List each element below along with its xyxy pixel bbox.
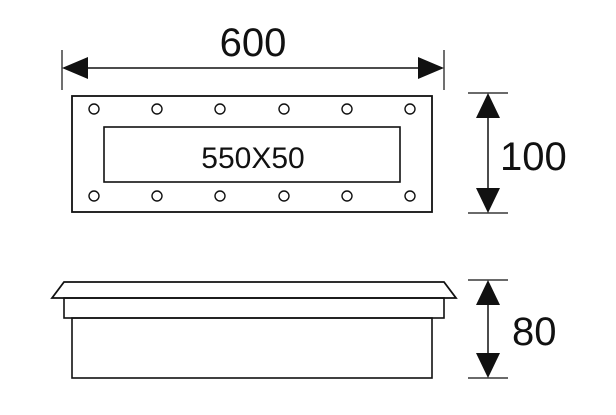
- hole: [404, 103, 416, 115]
- height-arrow-bottom: [476, 188, 500, 213]
- hole: [151, 190, 163, 202]
- hole: [214, 103, 226, 115]
- hole: [404, 190, 416, 202]
- hole: [278, 190, 290, 202]
- opening-label: 550X50: [201, 142, 304, 175]
- hole: [341, 190, 353, 202]
- height-arrow-top: [476, 93, 500, 118]
- hole: [151, 103, 163, 115]
- width-dimension: 600: [61, 21, 445, 90]
- depth-dimension: 80: [468, 279, 557, 379]
- hole: [278, 103, 290, 115]
- hole: [88, 103, 100, 115]
- depth-arrow-top: [476, 280, 500, 305]
- depth-label: 80: [512, 310, 557, 354]
- hole: [88, 190, 100, 202]
- body-outline: [71, 317, 433, 379]
- hole: [341, 103, 353, 115]
- height-label: 100: [500, 135, 567, 179]
- top-view: 600 550X50 100: [61, 21, 567, 214]
- height-dimension: 100: [468, 92, 567, 214]
- plate-outline: [71, 95, 433, 213]
- side-view: 80: [50, 279, 557, 379]
- hole: [214, 190, 226, 202]
- flange-outline: [50, 281, 458, 299]
- width-arrow-right: [418, 57, 444, 79]
- opening-outline: [103, 126, 401, 183]
- collar-outline: [63, 297, 445, 319]
- width-arrow-left: [62, 57, 88, 79]
- depth-arrow-bottom: [476, 353, 500, 378]
- width-label: 600: [220, 21, 287, 65]
- screw-holes: [88, 103, 416, 202]
